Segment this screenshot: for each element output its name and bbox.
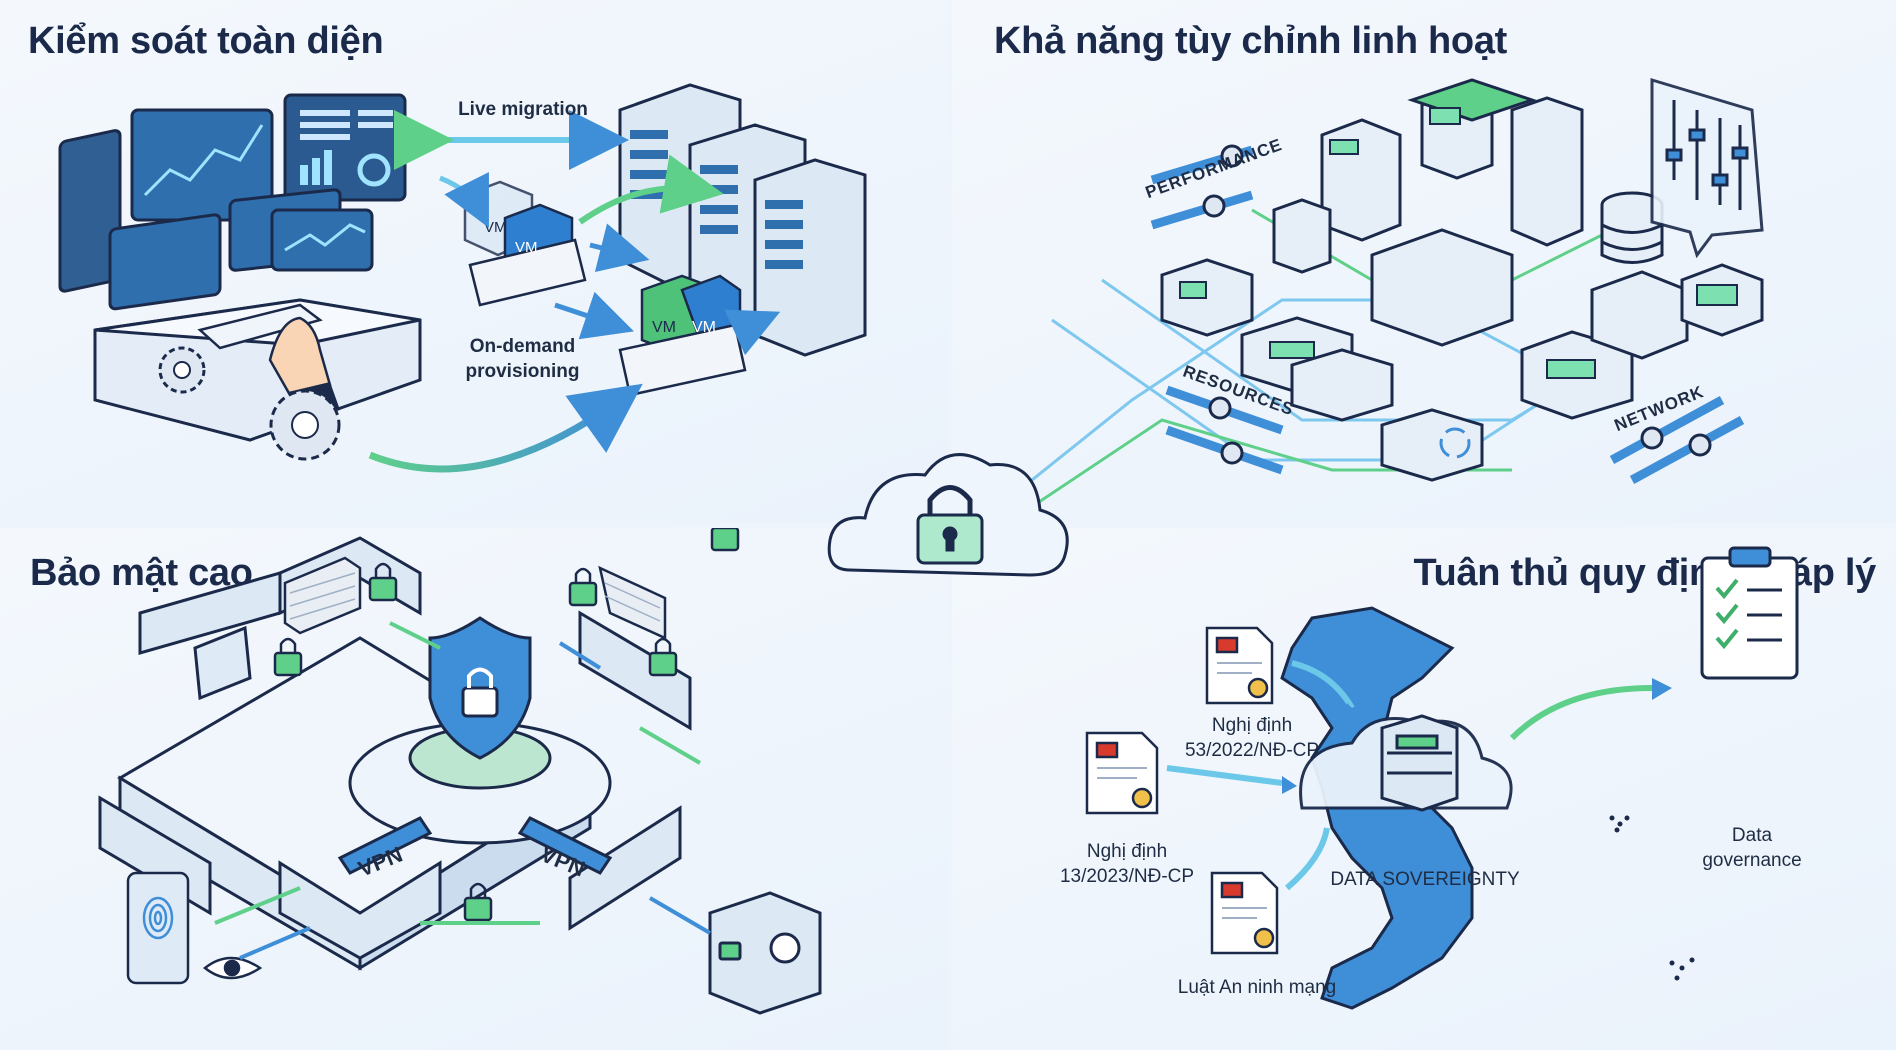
on-demand-label: On-demand provisioning	[465, 336, 580, 382]
compliance-illustration	[1085, 546, 1799, 1010]
svg-text:VM: VM	[484, 219, 507, 236]
cyber-law-label: Luật An ninh mạng	[1177, 977, 1337, 998]
clipboard-icon	[1700, 546, 1799, 680]
svg-text:VM: VM	[692, 319, 716, 336]
terminal-icon	[193, 625, 252, 701]
lock-icon	[916, 485, 984, 565]
shield-icon	[428, 616, 532, 760]
padlock-icon	[273, 528, 740, 922]
live-migration-label: Live migration	[458, 99, 588, 120]
quadrant-security: Bảo mật cao	[0, 528, 948, 1050]
decree-53-label: Nghị định 53/2022/NĐ-CP	[1184, 715, 1320, 761]
monitor-icon	[58, 93, 407, 311]
customization-illustration	[981, 77, 1764, 522]
quadrant-title-compliance: Tuân thủ quy định pháp lý	[1413, 552, 1876, 594]
data-governance-label: Data governance	[1702, 825, 1802, 871]
center-cloud-lock	[827, 453, 1069, 577]
security-illustration	[98, 528, 822, 1015]
decree-13-label: Nghị định 13/2023/NĐ-CP	[1059, 841, 1195, 887]
control-illustration: VM VM VM VM	[58, 83, 867, 473]
document-icon	[1085, 626, 1279, 955]
quadrant-customization: Khả năng tùy chỉnh linh hoạt	[952, 0, 1896, 522]
svg-text:VM: VM	[652, 319, 676, 336]
quadrant-compliance: Tuân thủ quy định pháp lý	[952, 528, 1896, 1050]
data-sovereignty-cloud	[1299, 714, 1513, 812]
quadrant-control: Kiểm soát toàn diện	[0, 0, 948, 522]
vm-cube-icon	[463, 180, 747, 397]
slider-icon	[1150, 144, 1745, 484]
fingerprint-icon	[126, 871, 190, 985]
server-icon	[1160, 78, 1764, 482]
quadrant-title-customization: Khả năng tùy chỉnh linh hoạt	[994, 20, 1508, 62]
equalizer-icon	[1650, 77, 1764, 259]
eye-icon	[202, 956, 263, 980]
database-icon	[1600, 191, 1664, 264]
svg-text:VM: VM	[515, 239, 538, 256]
vpn-tunnel	[337, 816, 613, 875]
quadrant-title-control: Kiểm soát toàn diện	[28, 20, 384, 62]
quadrant-title-security: Bảo mật cao	[30, 552, 253, 594]
data-sovereignty-label: DATA SOVEREIGNTY	[1330, 869, 1520, 890]
safe-icon	[708, 891, 822, 1015]
